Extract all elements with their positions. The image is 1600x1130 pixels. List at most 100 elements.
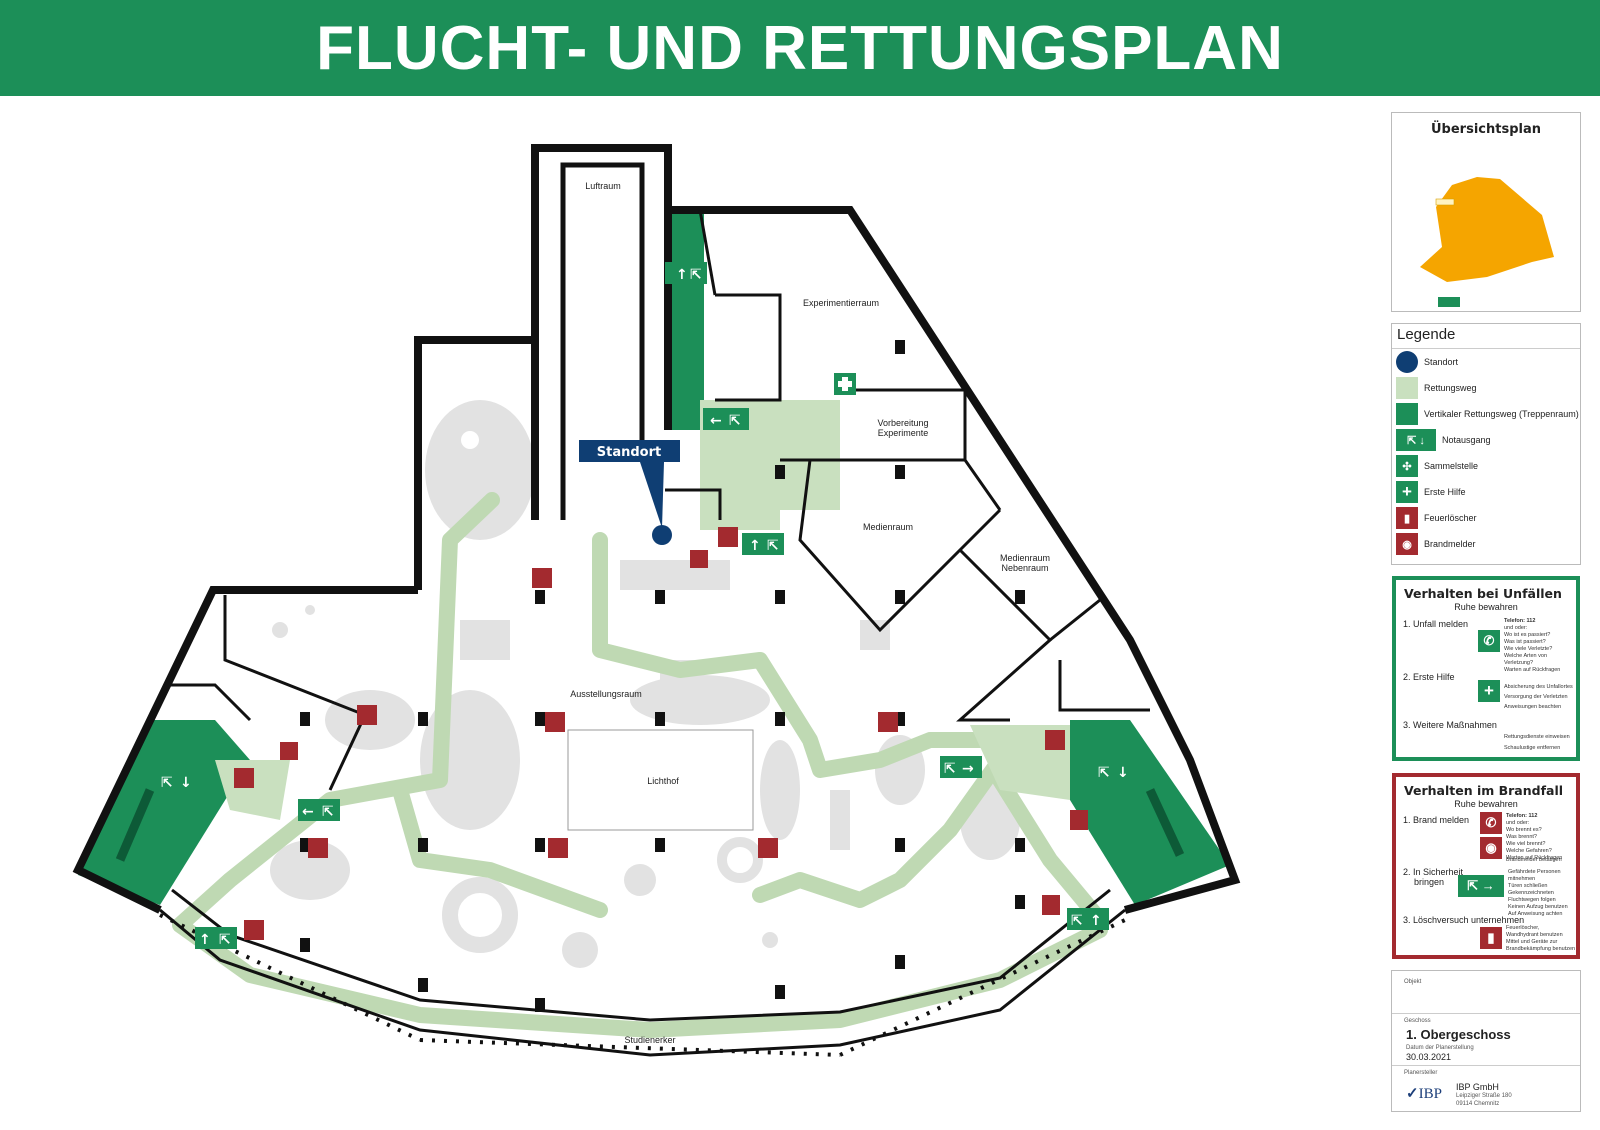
page-title: FLUCHT- UND RETTUNGSPLAN (316, 13, 1284, 83)
legend-item-notausgang: ⇱ ↓ Notausgang (1392, 427, 1580, 453)
accident-step-3: 3. Weitere Maßnahmen (1403, 720, 1497, 730)
accident-step-1: 1. Unfall melden (1403, 619, 1469, 629)
svg-text:↓: ↓ (1117, 765, 1129, 781)
room-vorbereitung-line2: Experimente (878, 428, 929, 438)
emergency-exit-sign-4: ←⇱ (298, 799, 340, 821)
first-aid-sign (834, 373, 856, 395)
overview-map (1420, 177, 1554, 317)
escape-route-areas (215, 400, 1070, 820)
room-medienraum-neben-line1: Medienraum (1000, 553, 1050, 563)
treppenraum-swatch (1396, 403, 1418, 425)
phone-icon: ✆ (1478, 630, 1500, 652)
emergency-exit-sign-8: ⇱↓ (157, 770, 199, 792)
assembly-point-icon: ✣ (1396, 455, 1418, 477)
standort-marker: Standort (579, 440, 680, 545)
fire-extinguisher-icon: ▮ (1480, 927, 1502, 949)
fire-step1-extra: Brandmelder betätigen (1506, 857, 1562, 863)
fire-step-3: 3. Löschversuch unternehmen (1403, 915, 1525, 925)
first-aid-icon: + (1396, 481, 1418, 503)
fire-equipment-signs (234, 527, 1088, 940)
fire-phone-label: Telefon: (1506, 813, 1527, 819)
objekt-label: Objekt (1404, 979, 1422, 985)
overview-panel: Übersichtsplan (1391, 112, 1581, 317)
emergency-exit-sign-1: ↑⇱ (665, 262, 707, 284)
room-vorbereitung-line1: Vorbereitung (877, 418, 928, 428)
company-city: 09114 Chemnitz (1456, 1101, 1500, 1107)
accident-phone: 112 (1526, 618, 1536, 624)
emergency-exit-sign-2: ←⇱ (703, 408, 749, 430)
assembly-point-icon (1438, 297, 1460, 317)
legend-item-standort: Standort (1392, 349, 1580, 375)
title-block: Objekt Geschoss 1. Obergeschoss Datum de… (1391, 970, 1581, 1112)
legend-item-treppenraum: Vertikaler Rettungsweg (Treppenraum) (1392, 401, 1580, 427)
svg-text:⇱: ⇱ (944, 761, 956, 777)
company-name: IBP GmbH (1456, 1082, 1499, 1092)
emergency-exit-sign-6: ↑⇱ (195, 927, 237, 949)
svg-text:↑: ↑ (199, 932, 211, 948)
title-banner: FLUCHT- UND RETTUNGSPLAN (0, 0, 1600, 96)
fire-alarm-icon: ◉ (1480, 837, 1502, 859)
exit-signs: ↑⇱ ←⇱ ↑⇱ ←⇱ ⇱→ ↑⇱ ⇱↑ ⇱↓ ⇱↓ (157, 262, 1136, 949)
emergency-exit-sign-3: ↑⇱ (742, 533, 784, 555)
svg-text:⇱: ⇱ (729, 413, 741, 429)
phone-icon: ✆ (1480, 812, 1502, 834)
legend-item-erste-hilfe: + Erste Hilfe (1392, 479, 1580, 505)
room-luftraum: Luftraum (585, 181, 621, 191)
fire-phone: 112 (1528, 813, 1538, 819)
legend-item-brandmelder: ◉ Brandmelder (1392, 531, 1580, 557)
fire-step-1: 1. Brand melden (1403, 815, 1470, 825)
accident-step-2: 2. Erste Hilfe (1403, 672, 1455, 682)
geschoss-label: Geschoss (1404, 1018, 1431, 1024)
svg-text:←: ← (302, 804, 314, 820)
emergency-exit-icon: ⇱ → (1458, 875, 1504, 897)
fire-alarm-icon: ◉ (1396, 533, 1418, 555)
first-aid-icon: + (1478, 680, 1500, 702)
escape-routes (172, 492, 1108, 1038)
overview-title: Übersichtsplan (1431, 122, 1541, 137)
svg-text:←: ← (710, 413, 722, 429)
svg-text:⇱: ⇱ (1098, 765, 1110, 781)
svg-text:⇱: ⇱ (322, 804, 334, 820)
datum-label: Datum der Planerstellung (1406, 1045, 1474, 1051)
emergency-exit-sign-5: ⇱→ (940, 756, 982, 778)
legend-item-feuerloescher: ▮ Feuerlöscher (1392, 505, 1580, 531)
room-medienraum: Medienraum (863, 522, 913, 532)
standort-dot-icon (1396, 351, 1418, 373)
fire-extinguisher-icon: ▮ (1396, 507, 1418, 529)
svg-text:↑: ↑ (749, 538, 761, 554)
fire-subtitle: Ruhe bewahren (1454, 799, 1518, 809)
datum-value: 30.03.2021 (1406, 1052, 1452, 1062)
accident-title: Verhalten bei Unfällen (1404, 586, 1562, 601)
room-studienerker: Studienerker (624, 1035, 675, 1045)
svg-text:⇱: ⇱ (690, 267, 702, 283)
geschoss-value: 1. Obergeschoss (1406, 1027, 1511, 1042)
company-street: Leipziger Straße 180 (1456, 1093, 1512, 1099)
standort-label: Standort (597, 445, 661, 460)
stair-details (115, 788, 1185, 862)
fire-instructions: Verhalten im Brandfall Ruhe bewahren 1. … (1392, 773, 1580, 959)
legend-panel: Legende Standort Rettungsweg Vertikaler … (1391, 323, 1581, 565)
emergency-exit-sign-9: ⇱↓ (1094, 760, 1136, 782)
svg-text:→: → (962, 761, 974, 777)
legend-item-sammelstelle: ✣ Sammelstelle (1392, 453, 1580, 479)
walls (72, 144, 1241, 1057)
emergency-exit-sign-7: ⇱↑ (1067, 908, 1109, 930)
fire-title: Verhalten im Brandfall (1404, 783, 1564, 798)
room-ausstellungsraum: Ausstellungsraum (570, 689, 642, 699)
accident-subtitle: Ruhe bewahren (1454, 602, 1518, 612)
room-experimentierraum: Experimentierraum (803, 298, 879, 308)
planersteller-label: Planersteller (1404, 1070, 1438, 1076)
legend-item-rettungsweg: Rettungsweg (1392, 375, 1580, 401)
accident-phone-label: Telefon: (1504, 618, 1525, 624)
svg-text:⇱: ⇱ (767, 538, 779, 554)
svg-text:⇱: ⇱ (1071, 913, 1083, 929)
svg-text:⇱: ⇱ (219, 932, 231, 948)
room-lichthof: Lichthof (647, 776, 679, 786)
svg-text:↑: ↑ (1090, 913, 1102, 929)
emergency-exit-icon: ⇱ ↓ (1396, 429, 1436, 451)
ibp-logo: ✓IBP (1406, 1086, 1442, 1102)
room-medienraum-neben-line2: Nebenraum (1001, 563, 1048, 573)
rettungsweg-swatch (1396, 377, 1418, 399)
svg-text:↑: ↑ (676, 267, 688, 283)
